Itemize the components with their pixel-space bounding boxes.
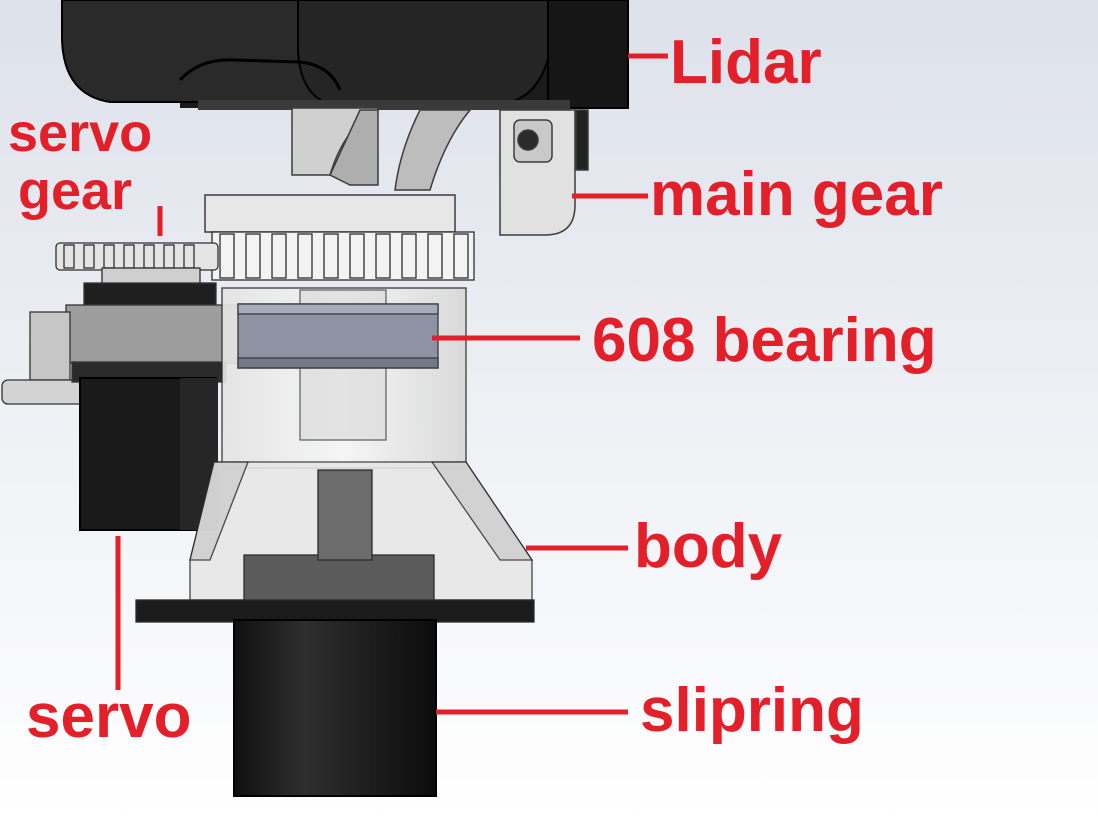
servo-gear-part bbox=[55, 242, 219, 285]
label-servo-gear-line1: servo bbox=[8, 103, 153, 163]
label-servo: servo bbox=[26, 682, 192, 751]
label-slipring: slipring bbox=[640, 676, 864, 745]
label-servo-gear: servo gear bbox=[8, 104, 152, 221]
leader-lines bbox=[115, 53, 668, 715]
lidar-part bbox=[61, 0, 629, 110]
servo-part bbox=[79, 377, 218, 531]
slipring-part bbox=[233, 619, 437, 797]
main-gear-bracket bbox=[204, 107, 589, 236]
label-servo-gear-line2: gear bbox=[18, 161, 133, 222]
main-gear-part bbox=[211, 231, 475, 281]
label-lidar: Lidar bbox=[670, 28, 822, 97]
label-608-bearing: 608 bearing bbox=[592, 306, 937, 375]
608-bearing-part bbox=[237, 303, 439, 369]
label-body: body bbox=[634, 512, 783, 581]
label-main-gear: main gear bbox=[650, 160, 943, 229]
